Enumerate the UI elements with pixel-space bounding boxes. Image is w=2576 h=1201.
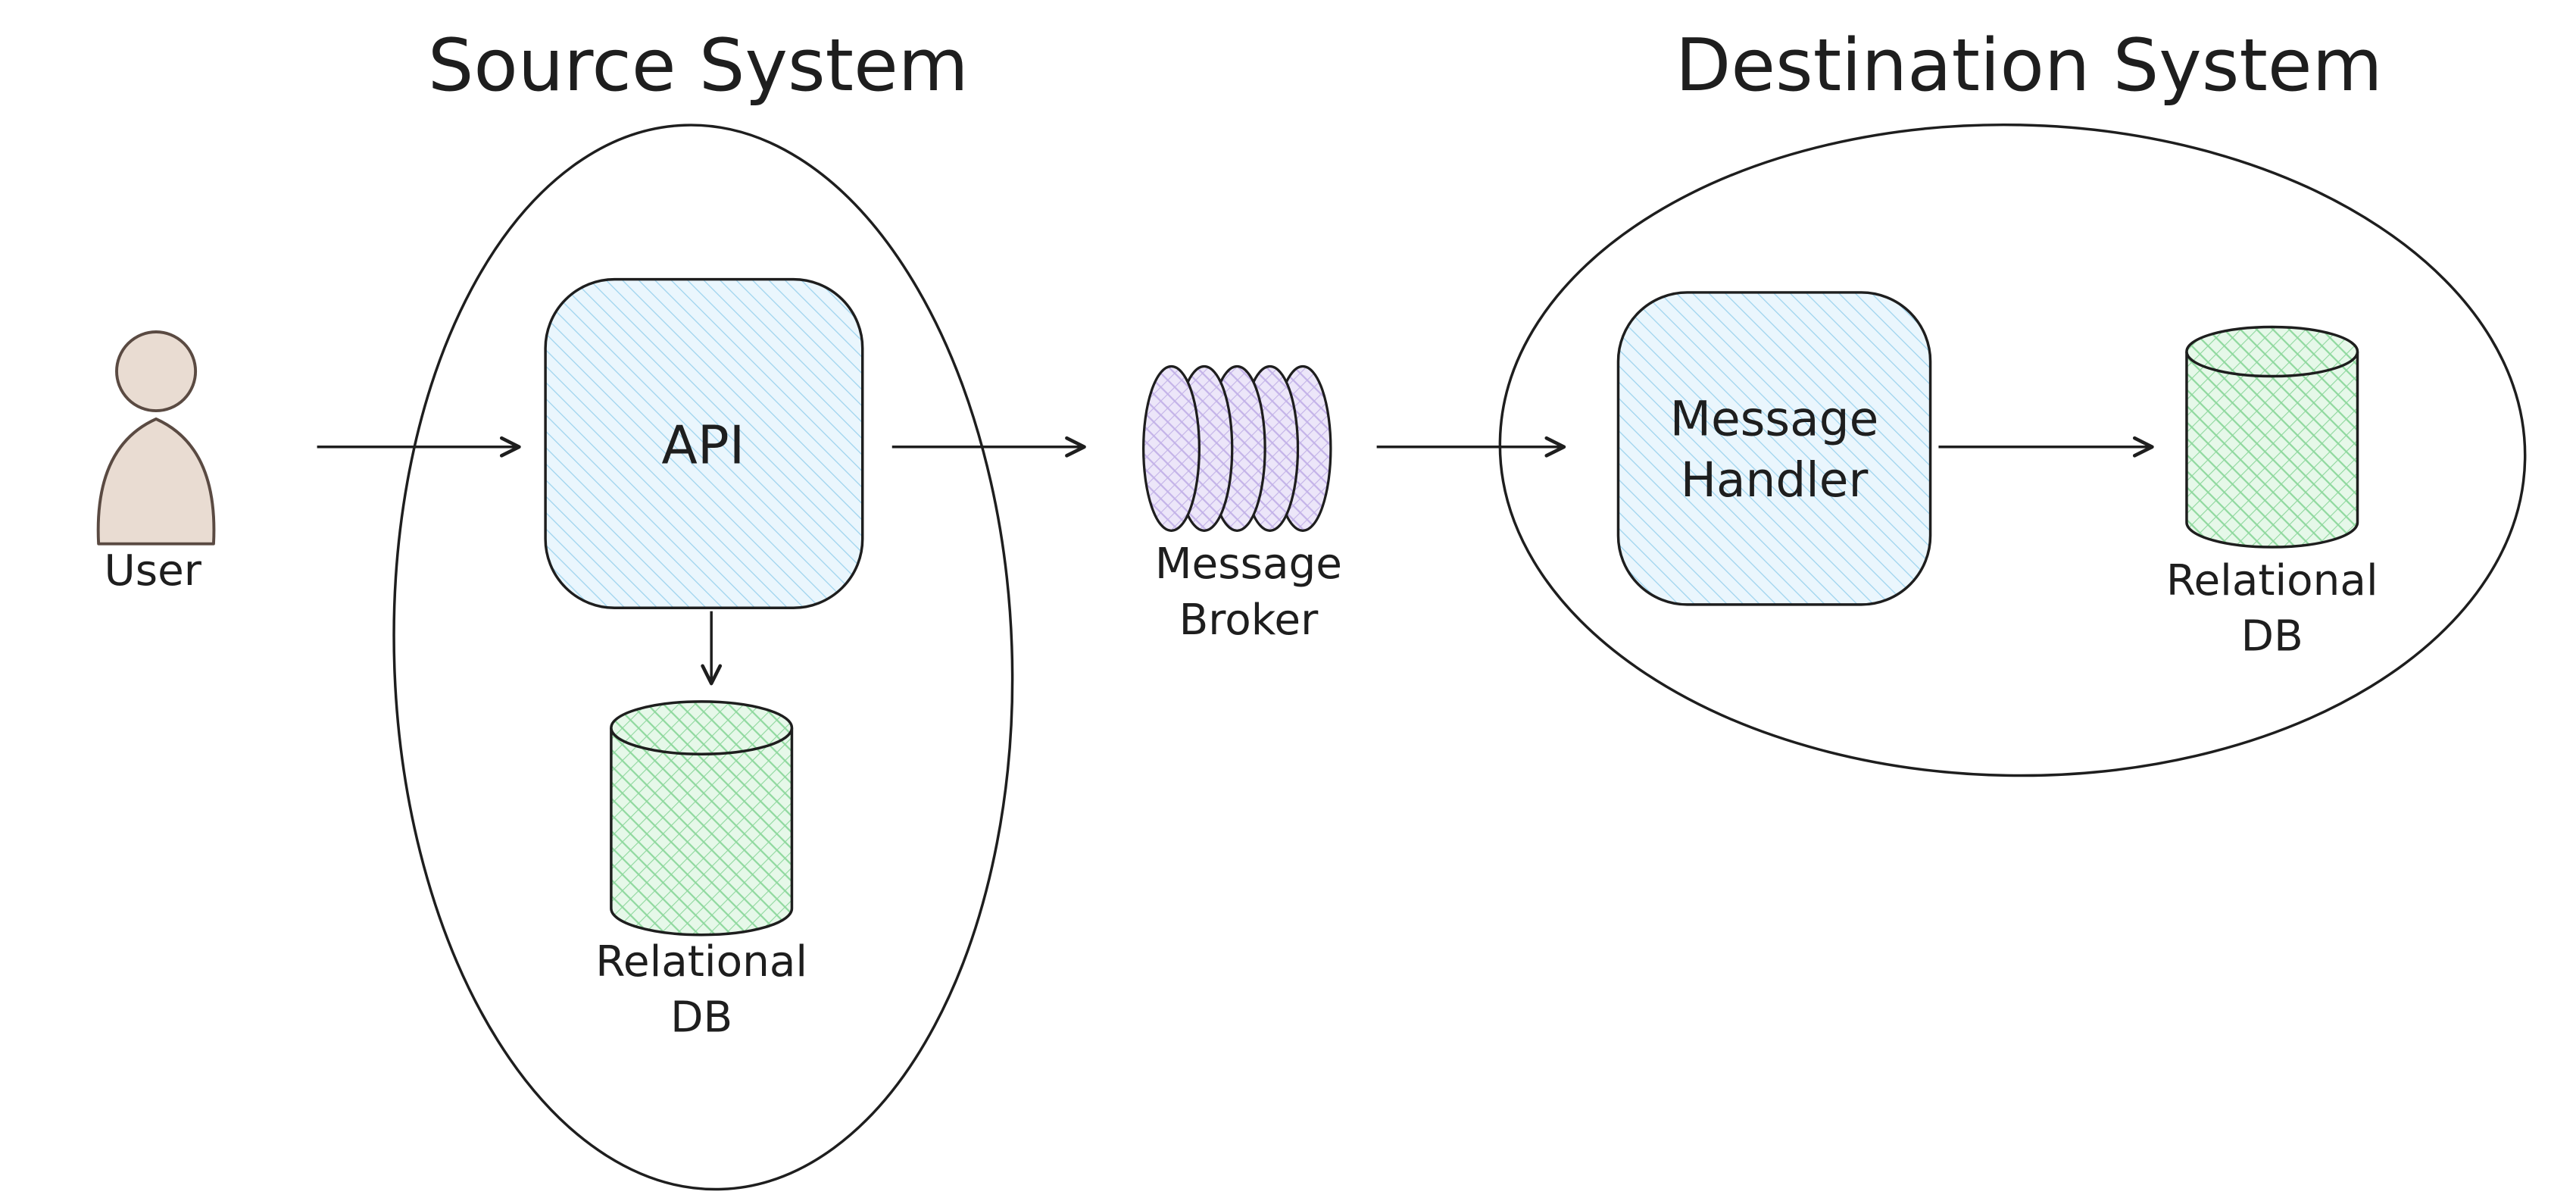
api-box	[544, 277, 864, 609]
user-label: User	[104, 546, 201, 596]
source-db-label-line1: Relational	[595, 937, 807, 987]
message-broker-label-line2: Broker	[1179, 596, 1319, 645]
source-db-label-line2: DB	[670, 993, 732, 1043]
user-head	[115, 330, 198, 413]
broker-disk	[1142, 364, 1201, 532]
destination-db-label-line1: Relational	[2166, 556, 2378, 605]
destination-db-top	[2185, 325, 2359, 378]
source-system-title: Source System	[428, 23, 969, 108]
message-handler-box	[1616, 291, 1932, 606]
destination-db-label-line2: DB	[2241, 612, 2303, 661]
destination-system-boundary	[1498, 123, 2527, 777]
user-body	[96, 417, 216, 546]
destination-system-title: Destination System	[1675, 23, 2383, 108]
message-broker-label-line1: Message	[1155, 540, 1342, 589]
destination-db-cylinder	[2185, 325, 2359, 549]
message-handler-label-line1: Message	[1670, 392, 1879, 447]
source-db-top	[610, 700, 794, 755]
source-db-cylinder	[610, 700, 794, 937]
source-db-body	[610, 727, 794, 937]
destination-db-body	[2185, 352, 2359, 549]
message-handler-label-line2: Handler	[1681, 452, 1869, 508]
source-system-boundary	[392, 124, 1014, 1191]
api-label: API	[661, 415, 745, 476]
user-icon	[96, 330, 216, 546]
message-broker-icon	[1142, 364, 1332, 532]
